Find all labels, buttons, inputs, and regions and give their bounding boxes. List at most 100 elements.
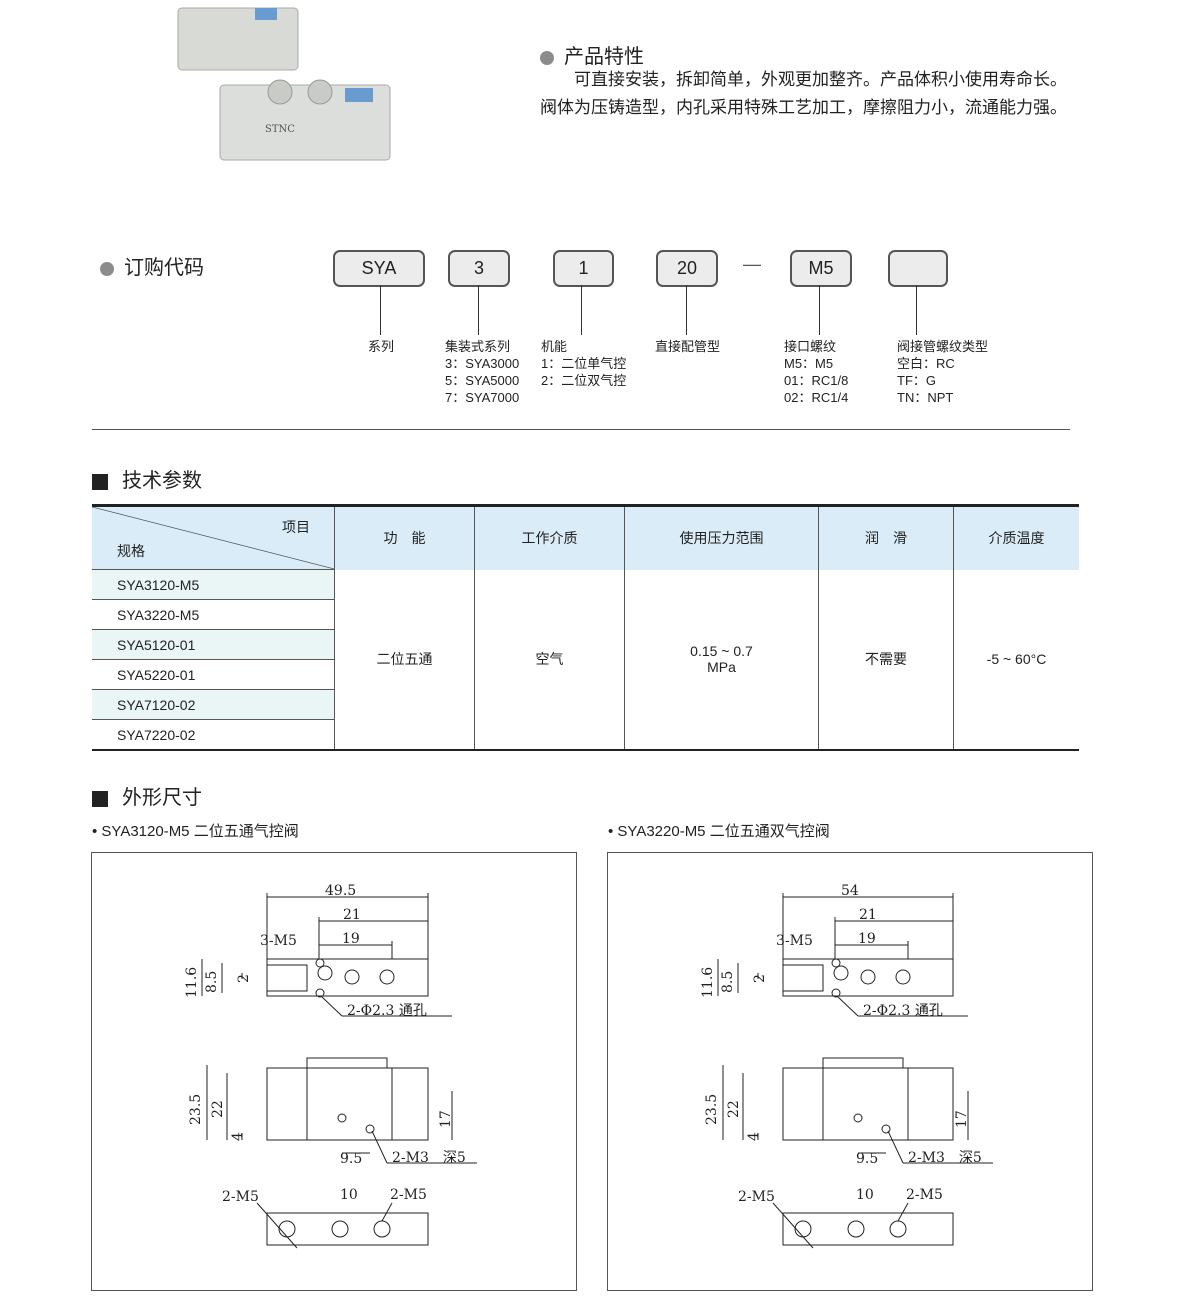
label-line: TF：G <box>897 373 936 388</box>
drawing-caption-2: • SYA3220-M5 二位五通双气控阀 <box>608 823 830 840</box>
dim-label: 3-M5 <box>260 933 297 949</box>
dim-label: 49.5 <box>325 883 356 899</box>
dim-label: 21 <box>859 907 877 923</box>
code-function: 1 <box>553 250 614 287</box>
code-manifold: 3 <box>448 250 510 287</box>
dim-label: 2-M5 <box>222 1189 259 1205</box>
caption-text: SYA3220-M5 二位五通双气控阀 <box>617 823 830 840</box>
corner-top: 项目 <box>282 519 310 535</box>
dim-label: 11.6 <box>184 967 200 998</box>
model-cell: SYA3220-M5 <box>92 599 335 630</box>
label-line: TN：NPT <box>897 390 954 405</box>
code-thread <box>888 250 948 287</box>
order-label: 机能 1：二位单气控 2：二位双气控 <box>541 338 626 389</box>
bullet-icon <box>100 261 114 276</box>
header-lubrication: 润 滑 <box>818 505 954 570</box>
corner-cell: 项目 规格 <box>92 505 335 570</box>
dim-label: 4 <box>230 1132 246 1141</box>
label-line: 7：SYA7000 <box>445 390 520 405</box>
pressure-unit: MPa <box>707 659 736 676</box>
dim-label: 10 <box>340 1187 358 1203</box>
dim-label: 19 <box>342 931 360 947</box>
label-line: 3：SYA3000 <box>445 356 520 371</box>
caption-text: SYA3120-M5 二位五通气控阀 <box>101 823 299 840</box>
dim-label: 17 <box>954 1110 970 1128</box>
header-pressure: 使用压力范围 <box>624 505 819 570</box>
dims-heading: 外形尺寸 <box>92 781 202 810</box>
order-label: 阀接管螺纹类型空白：RC TF：G TN：NPT <box>897 338 988 406</box>
model-cell: SYA5220-01 <box>92 659 335 690</box>
label-head: 阀接管螺纹类型 <box>897 339 989 354</box>
dim-label: 21 <box>343 907 361 923</box>
pressure-range: 0.15 ~ 0.7 <box>690 643 753 660</box>
header-temperature: 介质温度 <box>953 505 1079 570</box>
spec-table: 项目 规格 功 能 工作介质 使用压力范围 润 滑 介质温度 SYA3120-M… <box>92 504 1079 751</box>
label-line: 02：RC1/4 <box>784 390 849 405</box>
order-label: 集装式系列 3：SYA3000 5：SYA5000 7：SYA7000 <box>445 338 519 406</box>
specs-heading: 技术参数 <box>92 464 202 493</box>
label-head: 机能 <box>541 339 568 354</box>
function-value: 二位五通 <box>334 569 475 750</box>
label-line: M5：M5 <box>784 356 834 371</box>
dim-label: 9.5 <box>340 1151 362 1167</box>
product-logo: STNC <box>265 124 295 135</box>
dim-label: 19 <box>858 931 876 947</box>
order-title: 订购代码 <box>124 257 204 279</box>
order-heading: 订购代码 <box>100 251 204 280</box>
label-line: 2：二位双气控 <box>541 373 627 388</box>
order-label: 系列 <box>368 338 394 355</box>
lubrication-value: 不需要 <box>818 569 954 750</box>
product-photo: STNC <box>177 7 391 161</box>
order-label: 直接配管型 <box>655 338 720 355</box>
dim-label: 3-M5 <box>776 933 813 949</box>
medium-value: 空气 <box>474 569 625 750</box>
dim-label: 22 <box>726 1100 742 1118</box>
dim-label: 2 <box>236 974 252 983</box>
header-medium: 工作介质 <box>474 505 625 570</box>
dim-label: 2-Φ2.3 通孔 <box>863 1003 943 1019</box>
dim-label: 4 <box>746 1132 762 1141</box>
features-text: 可直接安装，拆卸简单，外观更加整齐。产品体积小使用寿命长。阀体为压铸造型，内孔采… <box>540 70 1067 117</box>
code-series: SYA <box>333 250 425 287</box>
model-cell: SYA7120-02 <box>92 689 335 720</box>
header-function: 功 能 <box>334 505 475 570</box>
code-port: M5 <box>790 250 852 287</box>
label-head: 直接配管型 <box>655 339 721 354</box>
divider <box>92 429 1070 430</box>
model-cell: SYA3120-M5 <box>92 569 335 600</box>
label-line: 空白：RC <box>897 356 955 371</box>
dim-label: 54 <box>841 883 859 899</box>
dim-label: 10 <box>856 1187 874 1203</box>
temperature-value: -5 ~ 60°C <box>953 569 1079 750</box>
code-dash: — <box>743 254 761 274</box>
drawing-caption-1: • SYA3120-M5 二位五通气控阀 <box>92 823 299 840</box>
dim-label: 8.5 <box>204 971 220 993</box>
dim-label: 2-M3 深5 <box>908 1150 982 1166</box>
specs-title: 技术参数 <box>122 470 202 492</box>
dim-label: 2-M5 <box>738 1189 775 1205</box>
features-title: 产品特性 <box>564 46 644 68</box>
dim-label: 2-Φ2.3 通孔 <box>347 1003 427 1019</box>
dim-label: 9.5 <box>856 1151 878 1167</box>
label-line: 5：SYA5000 <box>445 373 520 388</box>
bullet-icon <box>540 50 554 65</box>
corner-bottom: 规格 <box>117 543 145 559</box>
model-cell: SYA7220-02 <box>92 719 335 750</box>
dim-label: 2-M5 <box>390 1187 427 1203</box>
dim-label: 22 <box>210 1100 226 1118</box>
label-line: 1：二位单气控 <box>541 356 627 371</box>
dim-label: 23.5 <box>188 1094 204 1125</box>
code-piping: 20 <box>656 250 718 287</box>
label-head: 集装式系列 <box>445 339 511 354</box>
label-line: 01：RC1/8 <box>784 373 849 388</box>
dim-label: 17 <box>438 1110 454 1128</box>
dims-title: 外形尺寸 <box>122 787 202 809</box>
dim-label: 8.5 <box>720 971 736 993</box>
